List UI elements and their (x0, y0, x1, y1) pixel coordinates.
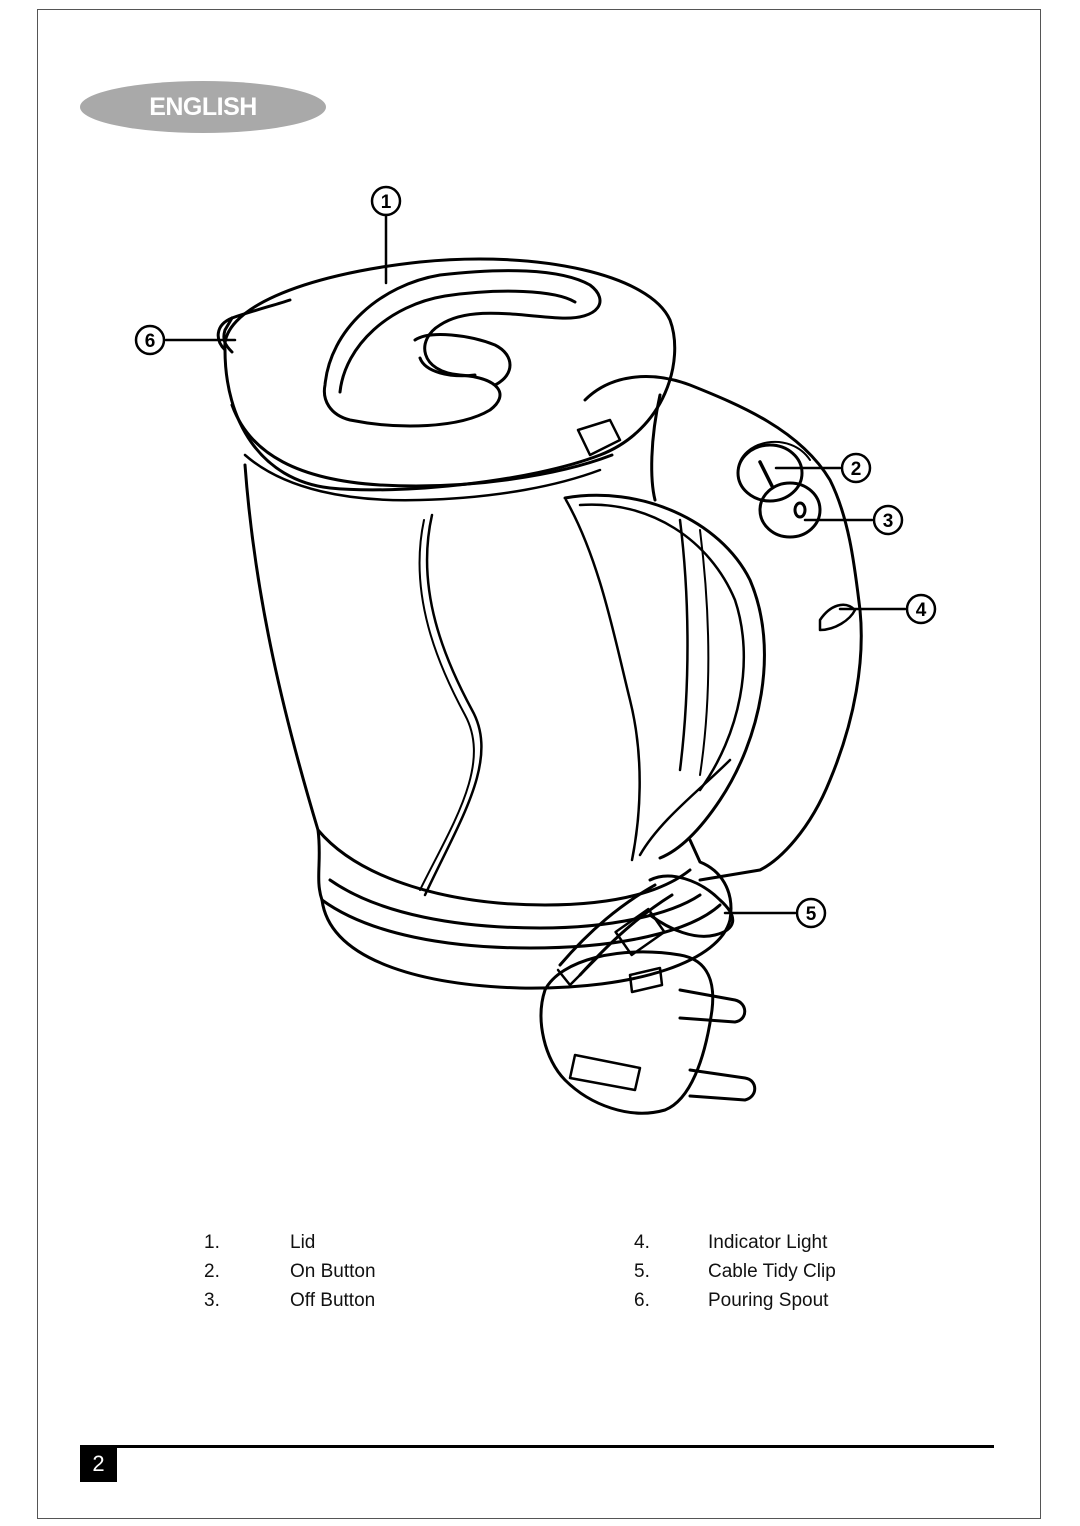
language-label: ENGLISH (149, 92, 257, 121)
callout-circles (134, 185, 937, 929)
legend-label: Pouring Spout (708, 1290, 829, 1311)
legend-item: 5. Cable Tidy Clip (634, 1257, 836, 1286)
legend-item: 1. Lid (204, 1228, 376, 1257)
kettle-body (243, 463, 733, 990)
callout-6-label: 6 (145, 331, 156, 352)
legend-item: 4. Indicator Light (634, 1228, 836, 1257)
page-frame (37, 9, 1041, 1519)
page-number: 2 (80, 1445, 117, 1482)
legend-number: 2. (204, 1261, 220, 1282)
callout-5-circle (795, 897, 827, 929)
legend-label: Cable Tidy Clip (708, 1261, 836, 1282)
callout-6-circle (134, 324, 166, 356)
legend-number: 6. (634, 1290, 650, 1311)
callout-leaders (164, 213, 907, 915)
callout-1-label: 1 (381, 192, 392, 213)
legend-item: 6. Pouring Spout (634, 1286, 836, 1315)
kettle-handle (563, 375, 863, 882)
legend-left: 1. Lid 2. On Button 3. Off Button (204, 1228, 376, 1315)
callout-3-circle (872, 504, 904, 536)
legend-label: Off Button (290, 1290, 376, 1311)
callout-4-circle (905, 593, 937, 625)
cable-and-plug (539, 874, 757, 1115)
legend-item: 2. On Button (204, 1257, 376, 1286)
callout-2-label: 2 (851, 459, 862, 480)
legend-right: 4. Indicator Light 5. Cable Tidy Clip 6.… (634, 1228, 836, 1315)
footer-rule (80, 1445, 994, 1448)
legend-label: On Button (290, 1261, 376, 1282)
language-tab: ENGLISH (80, 81, 326, 133)
legend-number: 4. (634, 1232, 650, 1253)
callout-1-circle (370, 185, 402, 217)
legend-label: Lid (290, 1232, 316, 1253)
legend-label: Indicator Light (708, 1232, 828, 1253)
legend-number: 5. (634, 1261, 650, 1282)
callout-3-label: 3 (883, 511, 894, 532)
legend-item: 3. Off Button (204, 1286, 376, 1315)
callout-2-circle (840, 452, 872, 484)
kettle-lid (223, 257, 677, 502)
legend-number: 1. (204, 1232, 220, 1253)
legend-number: 3. (204, 1290, 220, 1311)
callout-4-label: 4 (916, 600, 927, 621)
callout-5-label: 5 (806, 904, 817, 925)
